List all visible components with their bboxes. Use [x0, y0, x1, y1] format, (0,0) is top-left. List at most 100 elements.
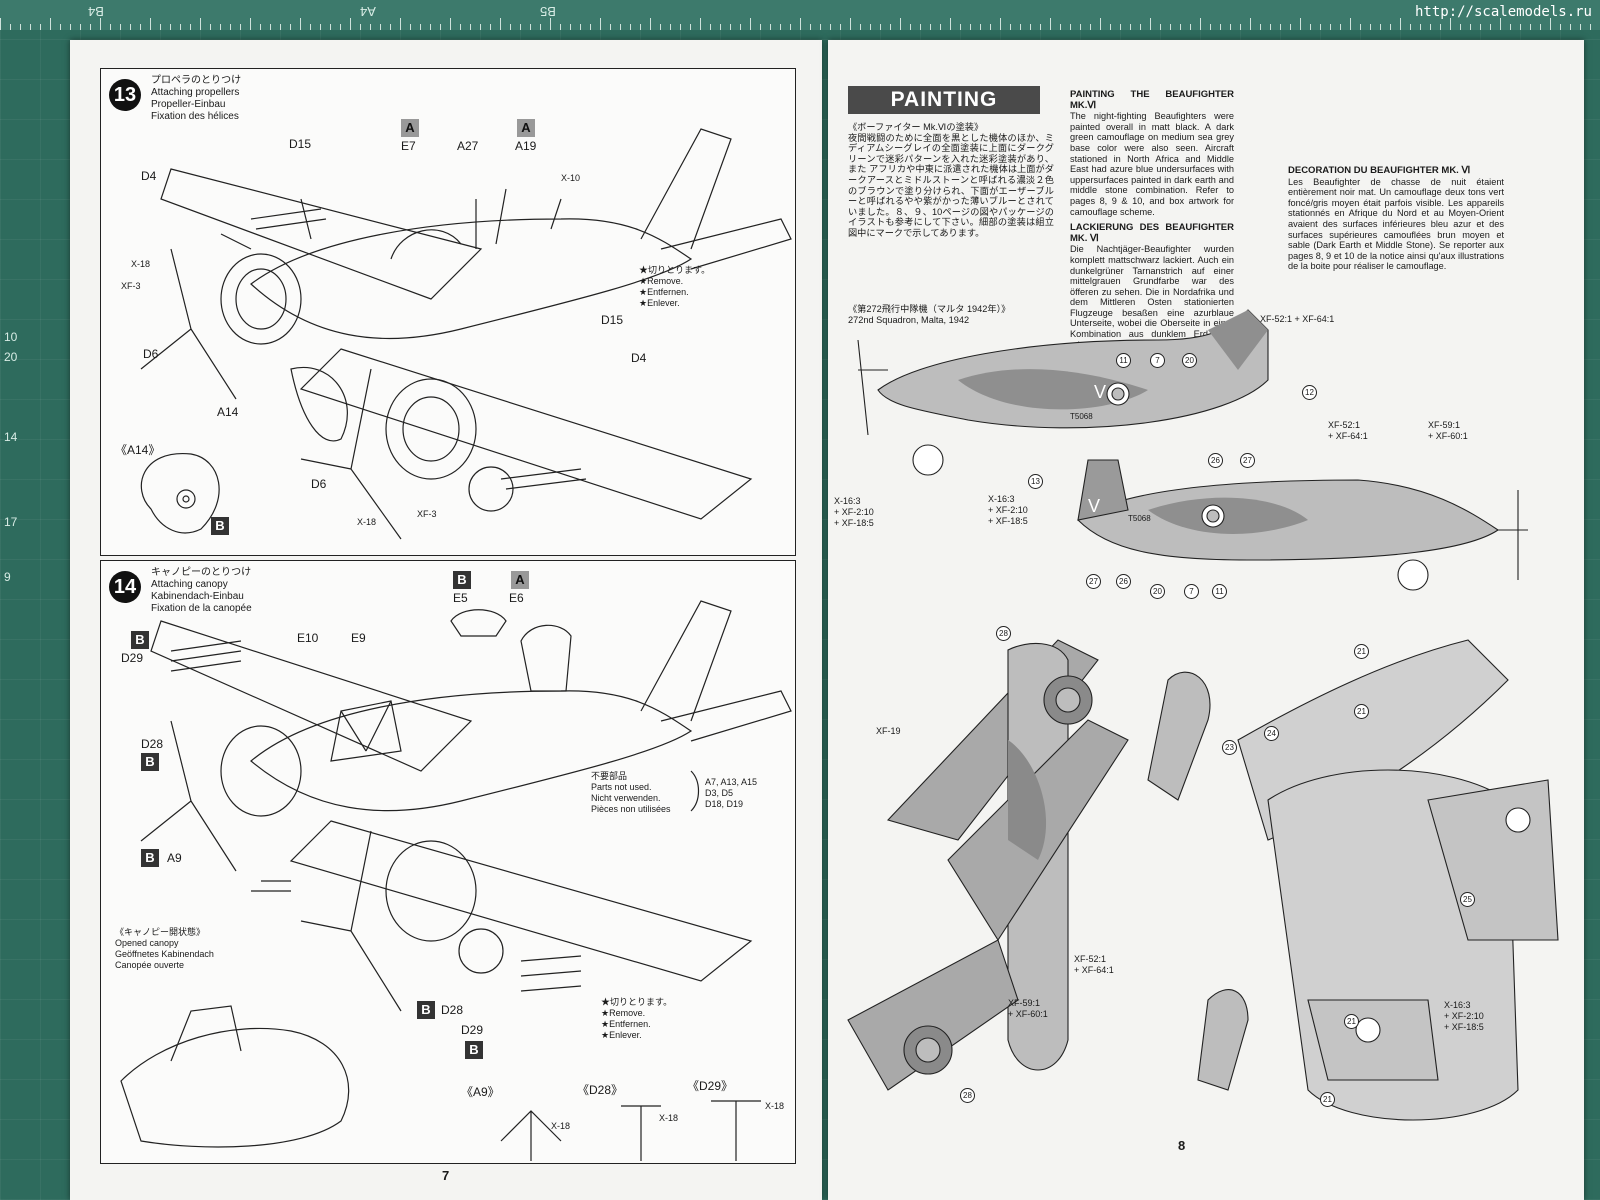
en-body: The night-fighting Beaufighters were pai… [1070, 111, 1234, 217]
ruler-tick [780, 24, 781, 30]
part-label: D15 [601, 313, 624, 327]
code-letter: V [1094, 382, 1107, 402]
ruler-tick [20, 24, 21, 30]
ruler-tick [1190, 24, 1191, 30]
unused-title-de: Nicht verwenden. [591, 793, 661, 803]
mat-number: 20 [4, 350, 18, 364]
unused-part: D3, D5 [705, 788, 734, 798]
part-label: D28 [141, 737, 164, 751]
ruler-tick [1460, 24, 1461, 30]
page-number: 8 [1178, 1138, 1186, 1153]
detail-label: 《A14》 [115, 443, 161, 457]
ruler-tick [1180, 24, 1181, 30]
parts-tree-box: B [453, 571, 471, 589]
ruler-tick [220, 24, 221, 30]
ruler-tick [110, 24, 111, 30]
ruler-tick [1270, 24, 1271, 30]
squadron-jp: 《第272飛行中隊機（マルタ 1942年）》 [848, 304, 1011, 314]
decal-number: 24 [1264, 726, 1279, 741]
ruler-tick [1560, 24, 1561, 30]
ruler-tick [0, 18, 1, 30]
paint-mix: XF-59:1 [1008, 998, 1041, 1008]
open-canopy-fr: Canopée ouverte [115, 960, 185, 970]
ruler-tick [830, 24, 831, 30]
ruler-tick [1250, 18, 1251, 30]
cutting-mat-ruler: B4 A4 B5 [0, 0, 1600, 30]
decal-number: 28 [996, 626, 1011, 641]
ruler-tick [1570, 24, 1571, 30]
canopy-assembly-drawing [120, 600, 792, 1161]
ruler-tick [120, 24, 121, 30]
paint-callout: X-10 [561, 173, 581, 183]
step-title-fr: Fixation des hélices [151, 111, 239, 122]
decal-number: 23 [1222, 740, 1237, 755]
decal-number: 7 [1184, 584, 1199, 599]
ruler-tick [960, 24, 961, 30]
ruler-tick [1540, 24, 1541, 30]
ruler-tick [730, 24, 731, 30]
open-canopy-caption: 《キャノピー開状態》 Opened canopy Geöffnetes Kabi… [115, 927, 214, 971]
ruler-tick [590, 24, 591, 30]
ruler-tick [670, 24, 671, 30]
camouflage-profiles [847, 309, 1559, 1121]
decal-number: 20 [1150, 584, 1165, 599]
ruler-tick [580, 24, 581, 30]
remove-note: ★切りとります。 ★Remove. ★Entfernen. ★Enlever. [601, 997, 672, 1041]
ruler-tick [420, 24, 421, 30]
parts-tree-box: B [465, 1041, 483, 1059]
step-title-jp: キャノピーのとりつけ [151, 567, 252, 578]
paint-callout: X-18 [551, 1121, 571, 1131]
remove-note-jp: ★切りとります。 [639, 265, 711, 275]
detail-label: 《D29》 [687, 1079, 734, 1093]
remove-note-fr: ★Enlever. [639, 298, 680, 308]
ruler-tick [1090, 24, 1091, 30]
ruler-tick [1400, 18, 1401, 30]
ruler-tick [690, 24, 691, 30]
ruler-tick [1590, 24, 1591, 30]
ruler-tick [250, 18, 251, 30]
paint-mix: + XF-18:5 [1444, 1022, 1484, 1032]
decal-number: 12 [1302, 385, 1317, 400]
paint-callout-bottom-b: XF-59:1 + XF-60:1 [1008, 998, 1048, 1020]
ruler-tick [1520, 24, 1521, 30]
decal-number: 20 [1182, 353, 1197, 368]
ruler-tick [1360, 24, 1361, 30]
detail-label: 《A9》 [461, 1085, 500, 1099]
ruler-tick [500, 18, 501, 30]
paint-callout-left: X-16:3 + XF-2:10 + XF-18:5 [834, 496, 874, 529]
remove-note-en: ★Remove. [601, 1008, 646, 1018]
ruler-tick [1120, 24, 1121, 30]
ruler-tick [1580, 24, 1581, 30]
ruler-tick [710, 24, 711, 30]
paint-mix: X-16:3 [1444, 1000, 1471, 1010]
ruler-tick [200, 18, 201, 30]
ruler-tick [1500, 18, 1501, 30]
ruler-tick [1290, 24, 1291, 30]
ruler-tick [1080, 24, 1081, 30]
paint-mix: XF-52:1 [1328, 420, 1361, 430]
ruler-tick [570, 24, 571, 30]
ruler-tick [1280, 24, 1281, 30]
part-label: E7 [401, 139, 416, 153]
decal-number: 11 [1212, 584, 1227, 599]
remove-note-jp: ★切りとります。 [601, 997, 673, 1007]
ruler-tick [920, 24, 921, 30]
ruler-tick [890, 24, 891, 30]
ruler-tick [80, 24, 81, 30]
parts-tree-box: A [401, 119, 419, 137]
ruler-tick [1170, 24, 1171, 30]
ruler-tick [330, 24, 331, 30]
de-heading: LACKIERUNG DES BEAUFIGHTER MK. Ⅵ [1070, 222, 1234, 244]
paint-mix: X-16:3 [988, 494, 1015, 504]
part-label: E5 [453, 591, 468, 605]
paint-mix: + XF-64:1 [1328, 431, 1368, 441]
ruler-tick [1300, 18, 1301, 30]
ruler-tick [700, 18, 701, 30]
part-label: E6 [509, 591, 524, 605]
step-title-en: Attaching canopy [151, 579, 228, 590]
en-heading: PAINTING THE BEAUFIGHTER MK.Ⅵ [1070, 89, 1234, 111]
ruler-tick [1070, 24, 1071, 30]
ruler-tick [1160, 24, 1161, 30]
ruler-tick [1230, 24, 1231, 30]
ruler-tick [600, 18, 601, 30]
